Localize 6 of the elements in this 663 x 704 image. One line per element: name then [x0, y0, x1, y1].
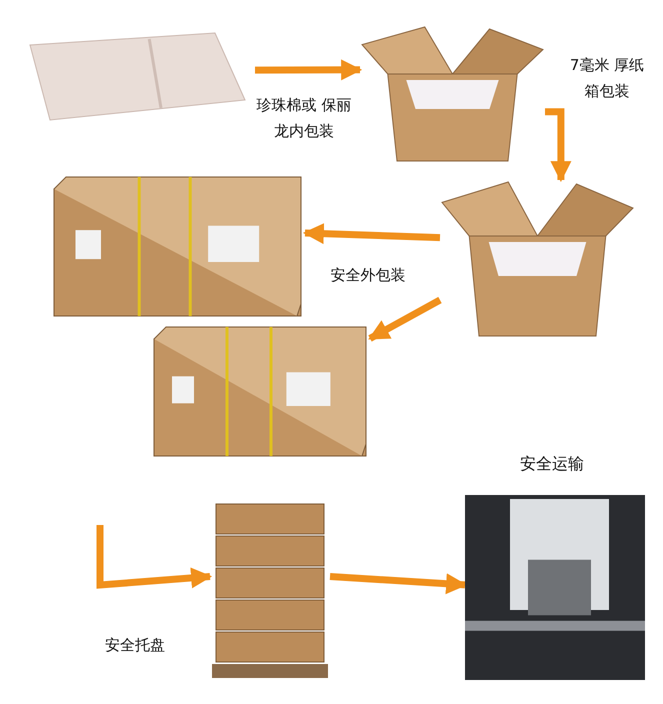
arrow: [330, 573, 468, 594]
arrow: [368, 296, 442, 342]
arrow: [254, 59, 362, 80]
arrow: [302, 223, 440, 244]
arrow: [96, 525, 212, 589]
arrow: [545, 108, 572, 182]
